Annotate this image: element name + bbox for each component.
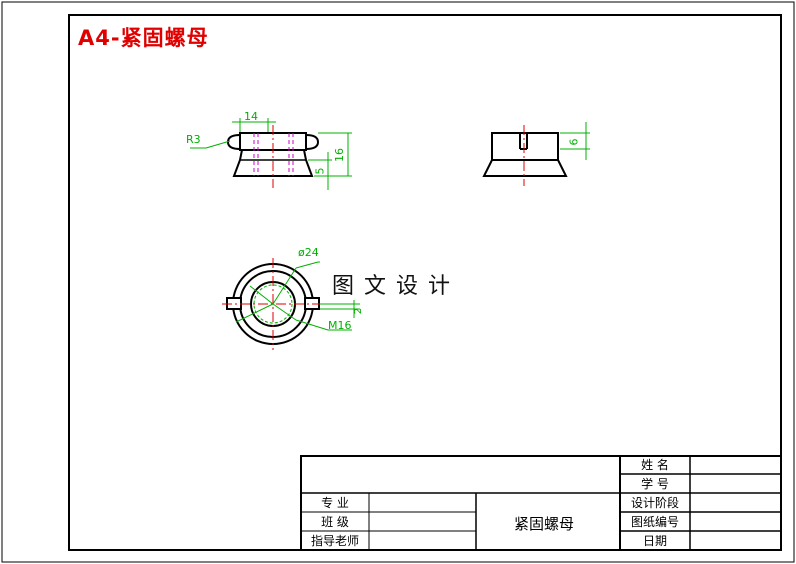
part-name: 紧固螺母 (513, 515, 574, 533)
label-date: 日期 (642, 534, 667, 548)
title-block (300, 455, 782, 551)
dim-16: 16 (333, 148, 346, 162)
dim-5: 5 (313, 167, 327, 175)
label-advisor: 指导老师 (310, 534, 359, 548)
label-class: 班 级 (321, 515, 349, 529)
watermark: 图文设计 (330, 268, 463, 300)
drawing-title: A4-紧固螺母 (78, 26, 209, 50)
side-view (482, 122, 590, 186)
dim-phi24: ø24 (298, 246, 319, 259)
dim-2: 2 (353, 307, 365, 315)
label-name: 姓 名 (641, 458, 669, 472)
top-view (222, 258, 360, 350)
label-student-id: 学 号 (641, 477, 669, 491)
label-drawing-number: 图纸编号 (630, 515, 679, 529)
dim-6: 6 (567, 138, 581, 146)
front-view (190, 118, 352, 190)
label-major: 专 业 (321, 496, 349, 510)
dim-14: 14 (244, 110, 258, 123)
dim-r3: R3 (186, 133, 201, 146)
label-design-stage: 设计阶段 (630, 496, 679, 510)
dim-m16: M16 (328, 319, 352, 332)
